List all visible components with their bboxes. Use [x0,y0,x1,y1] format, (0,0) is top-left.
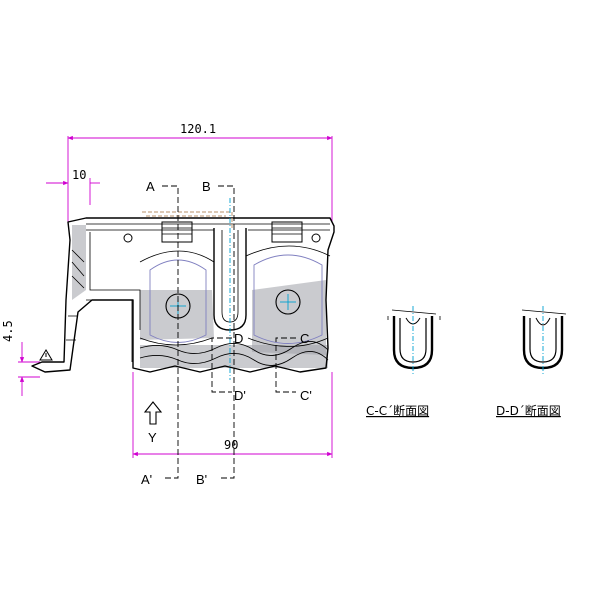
section-view-c-caption: C-C´断面図 [366,403,429,418]
dimension-overall-width: 120.1 [67,122,333,222]
section-d-bottom-label: D' [234,388,246,403]
up-arrow-icon [143,401,163,425]
warning-triangle-icon [39,349,53,361]
section-d-top-label: D [234,331,243,346]
section-c-bottom-label: C' [300,388,312,403]
flange-width-label: 10 [72,168,86,182]
bottom-width-label: 90 [224,438,238,452]
section-a-bottom-label: A' [141,472,152,487]
view-direction: Y [143,401,163,445]
overall-width-label: 120.1 [180,122,216,136]
section-c-top-label: C [300,331,309,346]
dimension-tab-height: 4.5 [1,320,40,396]
view-direction-label: Y [148,430,157,445]
section-line-b: B B' [196,179,235,487]
dimension-flange-width: 10 [46,168,100,205]
bracket-part [31,198,335,380]
section-line-c: C C' [275,331,312,403]
section-view-d-caption: D-D´断面図 [496,403,561,418]
section-b-bottom-label: B' [196,472,207,487]
section-line-a: A A' [141,179,179,487]
section-a-top-label: A [146,179,155,194]
section-view-d: D-D´断面図 [496,306,567,418]
section-line-d: D D' [211,331,246,403]
section-b-top-label: B [202,179,211,194]
tab-height-label: 4.5 [1,320,15,342]
dimension-bottom-width: 90 [132,372,333,458]
section-view-c: C-C´断面図 [366,306,441,418]
